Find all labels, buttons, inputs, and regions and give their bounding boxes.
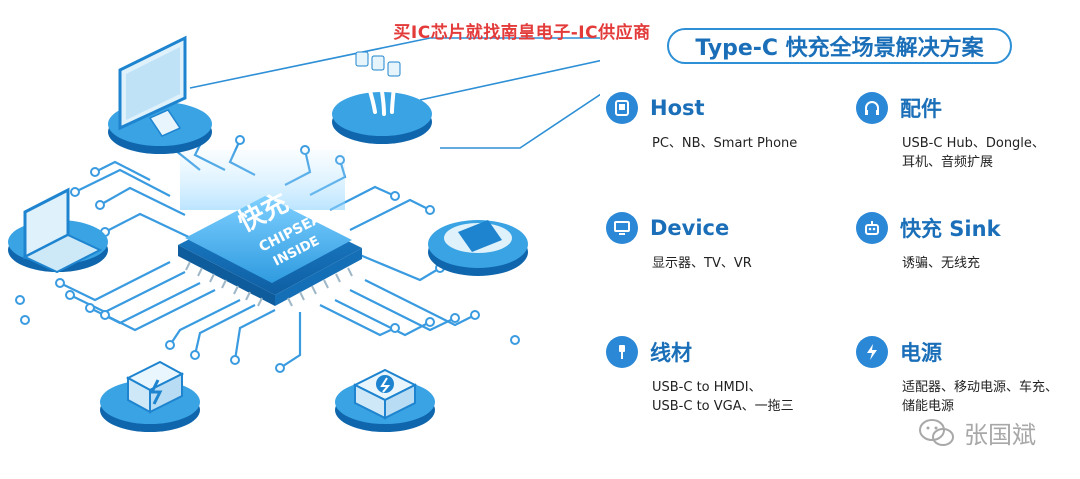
central-chip: 快充 CHIPSEA INSIDE bbox=[178, 187, 362, 307]
page-title: Type-C 快充全场景解决方案 bbox=[667, 28, 1012, 64]
category-title: 电源 bbox=[900, 341, 942, 365]
category-accessory: 配件 USB-C Hub、Dongle、 耳机、音频扩展 bbox=[856, 92, 1076, 172]
wireless-charger-platform bbox=[428, 220, 528, 276]
wechat-icon bbox=[919, 418, 954, 446]
power-bank-platform bbox=[335, 368, 435, 432]
banner-text: 买IC芯片就找南皇电子-IC供应商 bbox=[393, 23, 651, 43]
category-title: Host bbox=[650, 96, 705, 120]
category-desc: USB-C to HMDI、 bbox=[652, 380, 762, 395]
category-desc: USB-C to VGA、一拖三 bbox=[652, 399, 794, 414]
category-desc: USB-C Hub、Dongle、 bbox=[902, 136, 1045, 151]
laptop-platform bbox=[8, 187, 108, 274]
category-desc: 耳机、音频扩展 bbox=[902, 155, 994, 170]
headphones-icon bbox=[856, 92, 888, 124]
connector-lines bbox=[189, 37, 600, 149]
watermark: 张国斌 bbox=[918, 415, 1036, 450]
adapter-platform bbox=[100, 360, 200, 432]
category-title: 线材 bbox=[650, 341, 692, 365]
chip-glow bbox=[180, 150, 345, 210]
watermark-text: 张国斌 bbox=[964, 421, 1036, 449]
category-title: Device bbox=[650, 216, 730, 240]
lightning-icon bbox=[856, 336, 888, 368]
category-desc: 显示器、TV、VR bbox=[652, 256, 752, 271]
cable-platform bbox=[332, 51, 432, 144]
category-title: 快充 Sink bbox=[900, 217, 1001, 241]
category-desc: 诱骗、无线充 bbox=[902, 256, 981, 271]
category-title: 配件 bbox=[900, 97, 942, 121]
monitor-platform bbox=[108, 35, 212, 154]
category-host: Host PC、NB、Smart Phone bbox=[606, 92, 826, 153]
cable-icon bbox=[606, 336, 638, 368]
category-desc: 适配器、移动电源、车充、 bbox=[902, 380, 1059, 395]
monitor-icon bbox=[606, 212, 638, 244]
tablet-icon bbox=[606, 92, 638, 124]
category-desc: 储能电源 bbox=[902, 399, 955, 414]
category-fast-charge-sink: 快充 Sink 诱骗、无线充 bbox=[856, 212, 1076, 273]
category-desc: PC、NB、Smart Phone bbox=[652, 136, 798, 151]
category-power: 电源 适配器、移动电源、车充、 储能电源 bbox=[856, 336, 1076, 416]
chip-network-diagram: 快充 CHIPSEA INSIDE bbox=[8, 35, 600, 432]
category-cable: 线材 USB-C to HMDI、 USB-C to VGA、一拖三 bbox=[606, 336, 826, 416]
category-device: Device 显示器、TV、VR bbox=[606, 212, 826, 273]
robot-icon bbox=[856, 212, 888, 244]
